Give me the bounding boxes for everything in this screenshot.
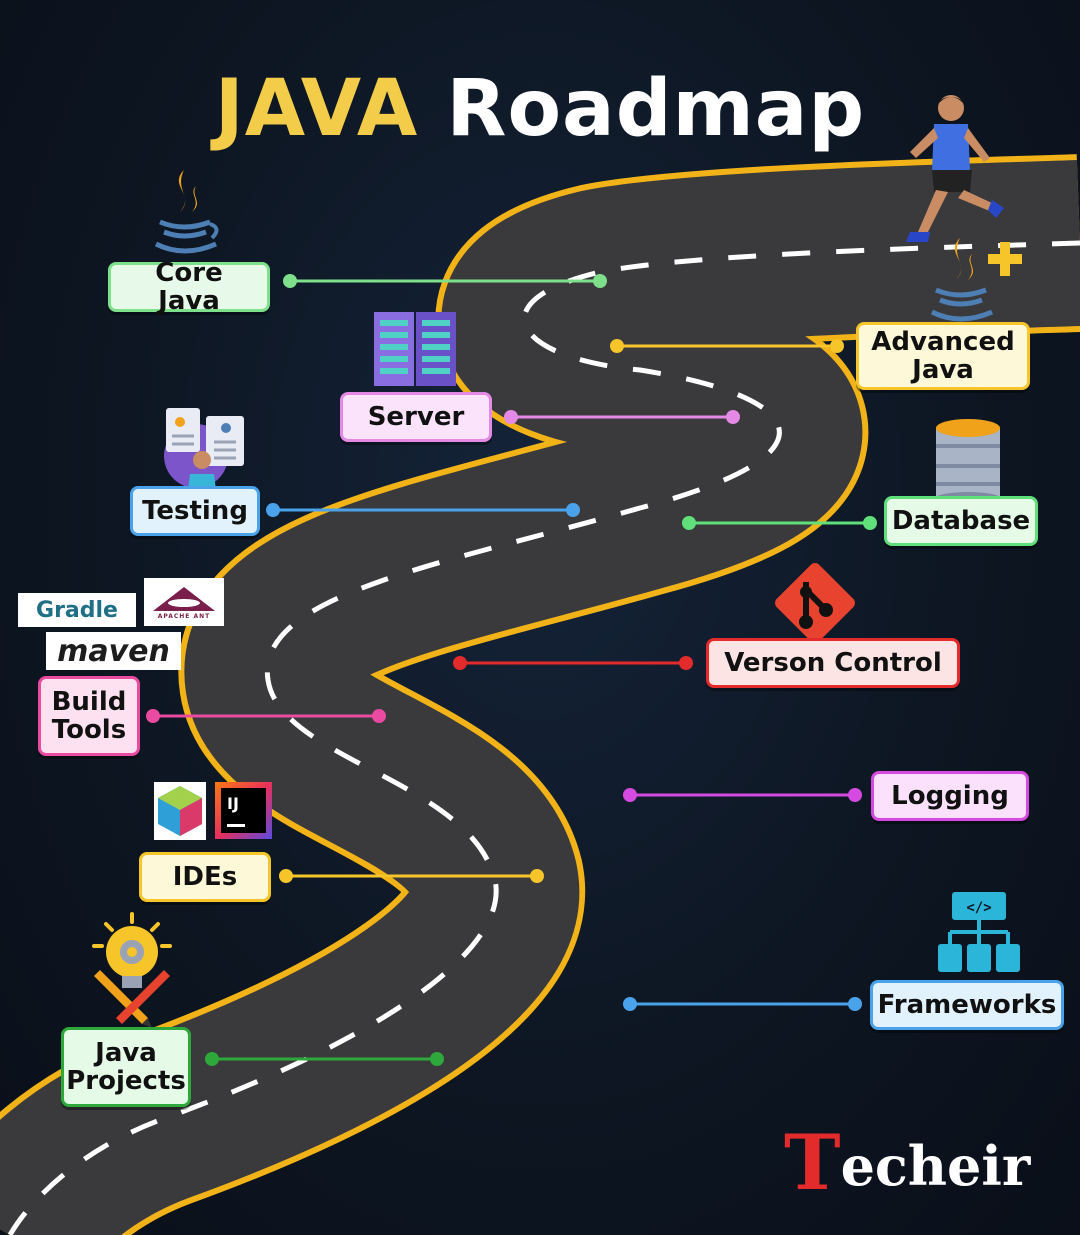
build-tools-label: Build Tools (38, 676, 140, 756)
logging-label: Logging (871, 771, 1029, 821)
svg-text:</>: </> (966, 900, 991, 916)
core-java-connector-end-dot (593, 274, 607, 288)
runner-icon (906, 95, 1004, 242)
ides-label: IDEs (139, 852, 271, 902)
netbeans-icon (154, 782, 206, 840)
testing-connector-end-dot (566, 503, 580, 517)
maven-logo: maven (46, 632, 181, 670)
frameworks-connector-end-dot (848, 997, 862, 1011)
core-java-label: Core Java (108, 259, 270, 315)
java-projects-connector-end-dot (430, 1052, 444, 1066)
database-connector-end-dot (863, 516, 877, 530)
intellij-icon-text: IJ (227, 794, 239, 813)
server-rack-icon (374, 312, 456, 386)
ant-logo-text: APACHE ANT (157, 612, 211, 620)
ides-connector-start-dot (279, 869, 293, 883)
frameworks-connector-start-dot (623, 997, 637, 1011)
java-projects-connector-start-dot (205, 1052, 219, 1066)
ant-icon (153, 586, 215, 611)
ides-connector-end-dot (530, 869, 544, 883)
build-tools-connector-end-dot (372, 709, 386, 723)
advanced-java-connector-start-dot (610, 339, 624, 353)
advanced-java-label: Advanced Java (856, 322, 1030, 390)
testing-icon (164, 408, 244, 490)
intellij-icon: IJ (215, 782, 272, 839)
page-title: JAVA Roadmap (0, 64, 1080, 154)
database-icon (936, 419, 1000, 504)
logging-connector-start-dot (623, 788, 637, 802)
advanced-java-connector-end-dot (830, 339, 844, 353)
database-connector-start-dot (682, 516, 696, 530)
frameworks-label: Frameworks (870, 980, 1064, 1030)
java-projects-label: Java Projects (61, 1027, 191, 1107)
java-plus-icon (930, 238, 1022, 322)
ant-logo: APACHE ANT (144, 578, 224, 626)
version-control-connector-start-dot (453, 656, 467, 670)
java-cup-icon (154, 170, 219, 254)
testing-connector-start-dot (266, 503, 280, 517)
maven-logo-text: maven (57, 633, 170, 669)
git-icon (775, 563, 855, 643)
testing-label: Testing (130, 486, 260, 536)
version-control-connector-end-dot (679, 656, 693, 670)
gradle-logo-text: Gradle (36, 597, 118, 623)
logging-connector-end-dot (848, 788, 862, 802)
server-label: Server (340, 392, 492, 442)
brand-rest: echeir (840, 1134, 1031, 1198)
title-java: JAVA (214, 64, 419, 154)
brand-logo: T echeir (784, 1118, 1031, 1207)
build-tools-connector-start-dot (146, 709, 160, 723)
server-connector-end-dot (726, 410, 740, 424)
database-label: Database (884, 496, 1038, 546)
title-roadmap: Roadmap (446, 64, 866, 154)
version-control-label: Verson Control (706, 638, 960, 688)
frameworks-icon: </> (938, 892, 1020, 972)
gradle-logo: Gradle (18, 593, 136, 627)
core-java-connector-start-dot (283, 274, 297, 288)
server-connector-start-dot (504, 410, 518, 424)
brand-initial: T (784, 1118, 841, 1207)
projects-icon (92, 912, 172, 1028)
